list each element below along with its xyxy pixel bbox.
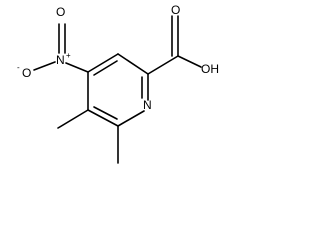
bond-ring-c5-c6 [87,109,119,127]
atom-label-hydroxyl: OH [201,62,219,76]
bond-ring-c3-c4 [87,53,119,73]
atom-label-oxygen-top: O [56,5,65,19]
atom-label-nitrogen-nitro: N [56,53,65,67]
molecule-structure: O N + O - O OH N [17,3,219,164]
bond-c5-methyl [57,109,89,129]
bond-ring-c5-c6-inner [93,106,118,120]
bond-nitro-oxygen-left [33,61,56,71]
bond-ring-c6-n [117,110,145,127]
charge-minus: - [17,63,20,72]
atom-label-oxygen-left: O [22,66,31,80]
bond-ring-c2-c3 [117,53,149,75]
charge-plus: + [66,51,71,60]
bond-c4-nitro [65,62,89,73]
bond-carboxyl-hydroxyl [177,55,202,68]
atom-label-oxygen-carbonyl: O [171,3,180,17]
bond-c2-carboxyl [147,55,179,75]
atom-label-nitrogen-ring: N [143,98,152,112]
bond-ring-c3-c4-inner [93,60,118,76]
